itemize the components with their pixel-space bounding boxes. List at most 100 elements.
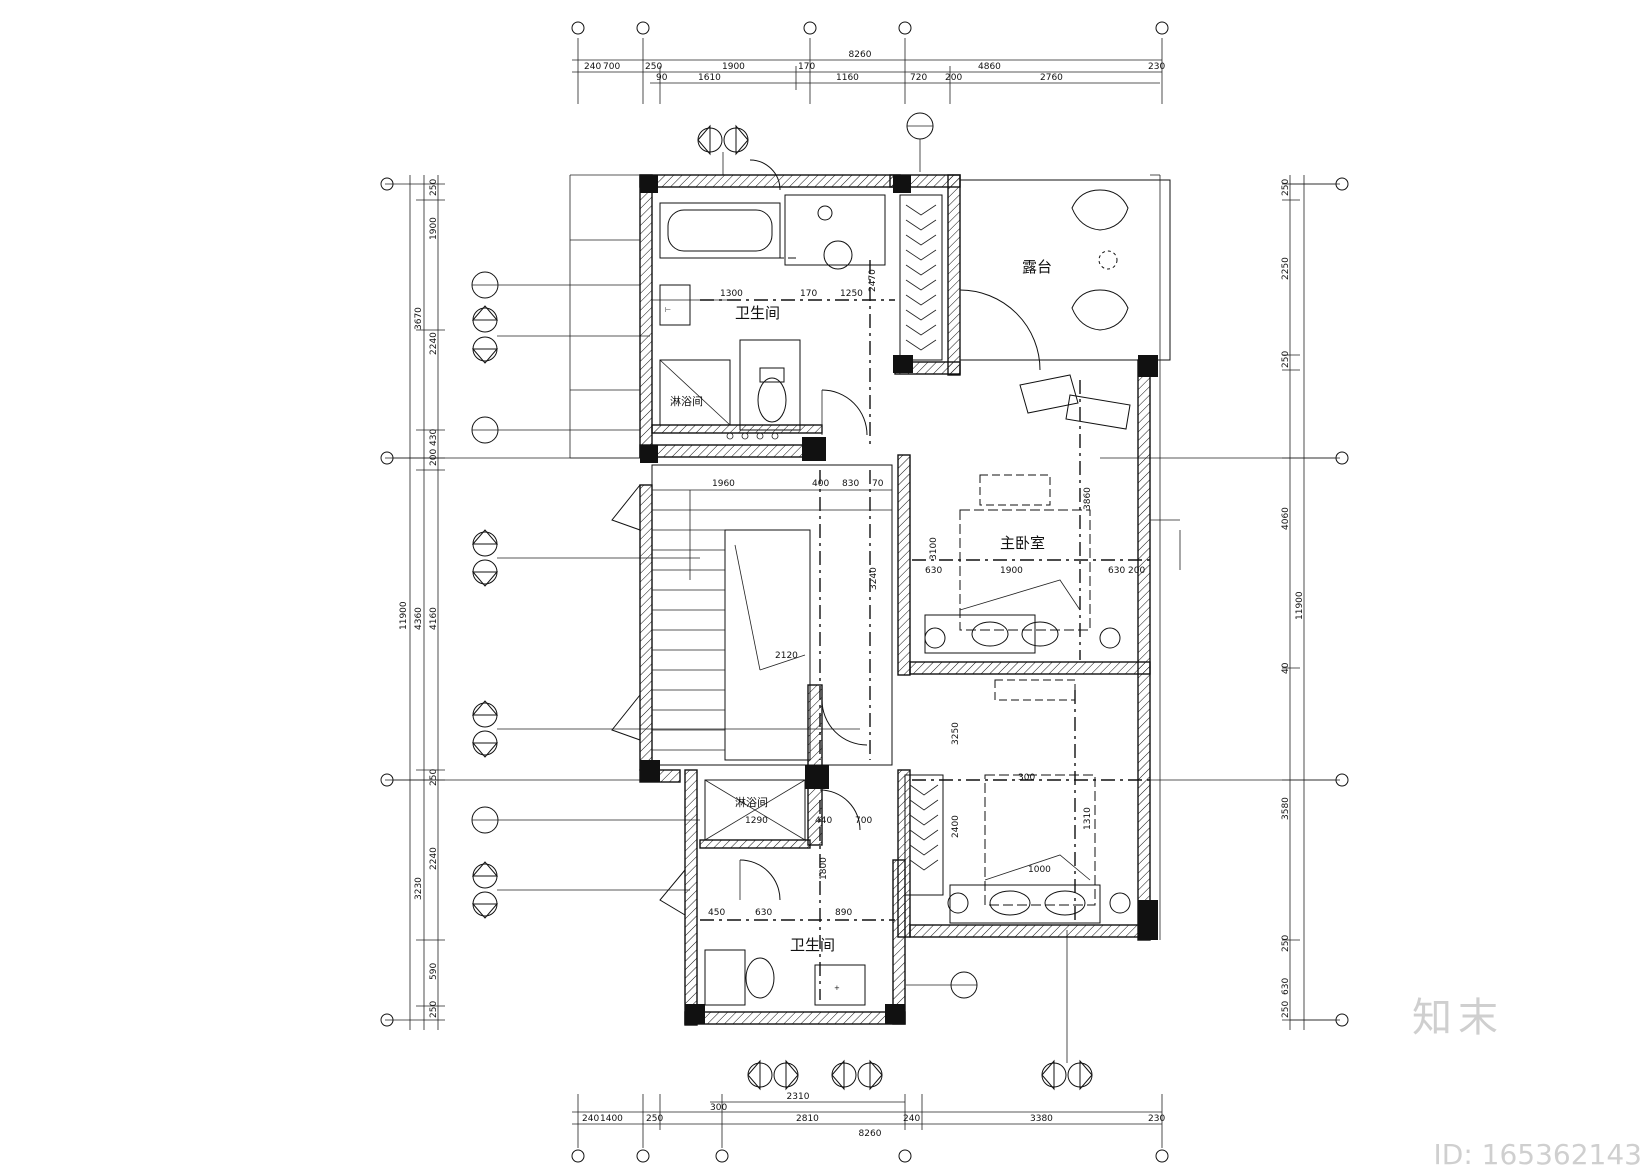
- interior-dim: 1960: [712, 479, 735, 489]
- bottom-dim: 250: [646, 1114, 663, 1124]
- top-dim: 720: [910, 73, 927, 83]
- interior-dim: 3250: [951, 722, 961, 745]
- left-dim: 250: [429, 769, 439, 786]
- room-label-terrace: 露台: [1022, 258, 1052, 276]
- interior-dim: 300: [1018, 773, 1035, 783]
- interior-dim: 1290: [745, 816, 768, 826]
- svg-text:+: +: [834, 984, 840, 992]
- interior-dim: 400: [812, 479, 829, 489]
- right-dim: 250: [1281, 351, 1291, 368]
- interior-dim: 700: [855, 816, 872, 826]
- closet-hangers: [899, 194, 943, 361]
- interior-dim: 1000: [1028, 865, 1051, 875]
- left-dim: 250: [429, 1001, 439, 1018]
- room-label-bathroom-top: 卫生间: [735, 304, 780, 322]
- interior-dim: 2400: [951, 815, 961, 838]
- top-dim: 240: [584, 62, 601, 72]
- interior-dim: 1300: [720, 289, 743, 299]
- interior-dim: 440: [815, 816, 832, 826]
- room-label-bathroom-bottom: 卫生间: [790, 936, 835, 954]
- second-bedroom: 300 1000 1310 2400 3250: [904, 679, 1150, 924]
- left-dimension-chain: 250 1900 2240 430 200 4160 250 2240 590 …: [380, 175, 445, 1030]
- top-dim: 1610: [698, 73, 721, 83]
- interior-dim: 2120: [775, 651, 798, 661]
- bottom-dimension-chain: 2310 240 1400 250 300 2810 240 3380 230 …: [571, 1092, 1169, 1163]
- top-dim: 250: [645, 62, 662, 72]
- room-label-shower-top: 淋浴间: [670, 395, 703, 408]
- top-dim: 230: [1148, 62, 1165, 72]
- room-label-master-bedroom: 主卧室: [1000, 534, 1045, 552]
- left-dim: 2240: [429, 847, 439, 870]
- right-dim: 4060: [1281, 507, 1291, 530]
- right-dim: 3580: [1281, 797, 1291, 820]
- left-dim: 250: [429, 179, 439, 196]
- right-dim: 250: [1281, 935, 1291, 952]
- top-dim: 90: [656, 73, 668, 83]
- bottom-dim: 240: [903, 1114, 920, 1124]
- bottom-dim: 1400: [600, 1114, 623, 1124]
- bottom-total-dim: 8260: [859, 1129, 882, 1139]
- top-dimension-chain: 8260 240 700 250 1900 170 4860 230 90 16…: [571, 21, 1169, 104]
- outline: [569, 174, 1181, 940]
- left-dim: 430: [429, 429, 439, 446]
- master-bedroom: 主卧室 1900 630 630 200 3100 3860: [912, 374, 1150, 660]
- top-bathroom-fixtures: ⊢ 卫生间 淋浴间 1300 170 1250 2470: [652, 194, 895, 445]
- interior-dim: 3240: [869, 567, 879, 590]
- interior-dim: 3860: [1083, 487, 1093, 510]
- terrace: 露台: [959, 179, 1171, 371]
- interior-dim: 1900: [1000, 566, 1023, 576]
- bottom-dim: 2810: [796, 1114, 819, 1124]
- interior-dim: 890: [835, 908, 852, 918]
- right-dim: 2250: [1281, 257, 1291, 280]
- left-dim: 2240: [429, 332, 439, 355]
- interior-dim: 3100: [929, 537, 939, 560]
- interior-dim: 1250: [840, 289, 863, 299]
- bottom-dim: 230: [1148, 1114, 1165, 1124]
- interior-dim: 1800: [819, 857, 829, 880]
- watermark: 知末: [1378, 985, 1538, 1043]
- left-dim: 4160: [429, 607, 439, 630]
- top-dim: 2760: [1040, 73, 1063, 83]
- left-dim: 3230: [414, 877, 424, 900]
- right-dimension-chain: 250 2250 250 4060 40 3580 250 630 250 11…: [1281, 175, 1349, 1030]
- interior-dim: 70: [872, 479, 884, 489]
- interior-dim: 2470: [868, 269, 878, 292]
- right-dim: 630: [1281, 978, 1291, 995]
- elevation-markers-top: [697, 112, 934, 175]
- bottom-bathroom: + 淋浴间 卫生间 1290 440 700 450 630 890 1800: [700, 779, 895, 1006]
- top-dim: 1160: [836, 73, 859, 83]
- doors: [611, 159, 868, 916]
- elevation-markers-left: [471, 271, 860, 919]
- top-dim: 4860: [978, 62, 1001, 72]
- left-dim: 1900: [429, 217, 439, 240]
- top-dim: 200: [945, 73, 962, 83]
- right-dim: 40: [1281, 662, 1291, 674]
- elevation-markers-bottom: [747, 930, 1093, 1091]
- interior-dim: 1310: [1083, 807, 1093, 830]
- left-dim: 3670: [414, 307, 424, 330]
- left-dim: 590: [429, 963, 439, 980]
- stair: 1960 400 830 70 2120 3240: [651, 464, 893, 766]
- svg-text:⊢: ⊢: [665, 306, 671, 314]
- bottom-dim: 3380: [1030, 1114, 1053, 1124]
- bottom-mid-dim: 2310: [787, 1092, 810, 1102]
- interior-dim: 630: [755, 908, 772, 918]
- left-total-dim: 11900: [399, 601, 409, 630]
- interior-dim: 630: [925, 566, 942, 576]
- top-dim: 1900: [722, 62, 745, 72]
- right-total-dim: 11900: [1295, 591, 1305, 620]
- top-dim: 170: [798, 62, 815, 72]
- axis-lines: [393, 183, 1336, 1021]
- interior-dim: 200: [1128, 566, 1145, 576]
- interior-dim: 450: [708, 908, 725, 918]
- interior-dim: 630: [1108, 566, 1125, 576]
- right-dim: 250: [1281, 179, 1291, 196]
- left-dim: 200: [429, 449, 439, 466]
- interior-dim: 830: [842, 479, 859, 489]
- top-dim: 700: [603, 62, 620, 72]
- right-dim: 250: [1281, 1001, 1291, 1018]
- bottom-dim: 300: [710, 1103, 727, 1113]
- bottom-dim: 240: [582, 1114, 599, 1124]
- room-label-shower-bottom: 淋浴间: [735, 796, 768, 809]
